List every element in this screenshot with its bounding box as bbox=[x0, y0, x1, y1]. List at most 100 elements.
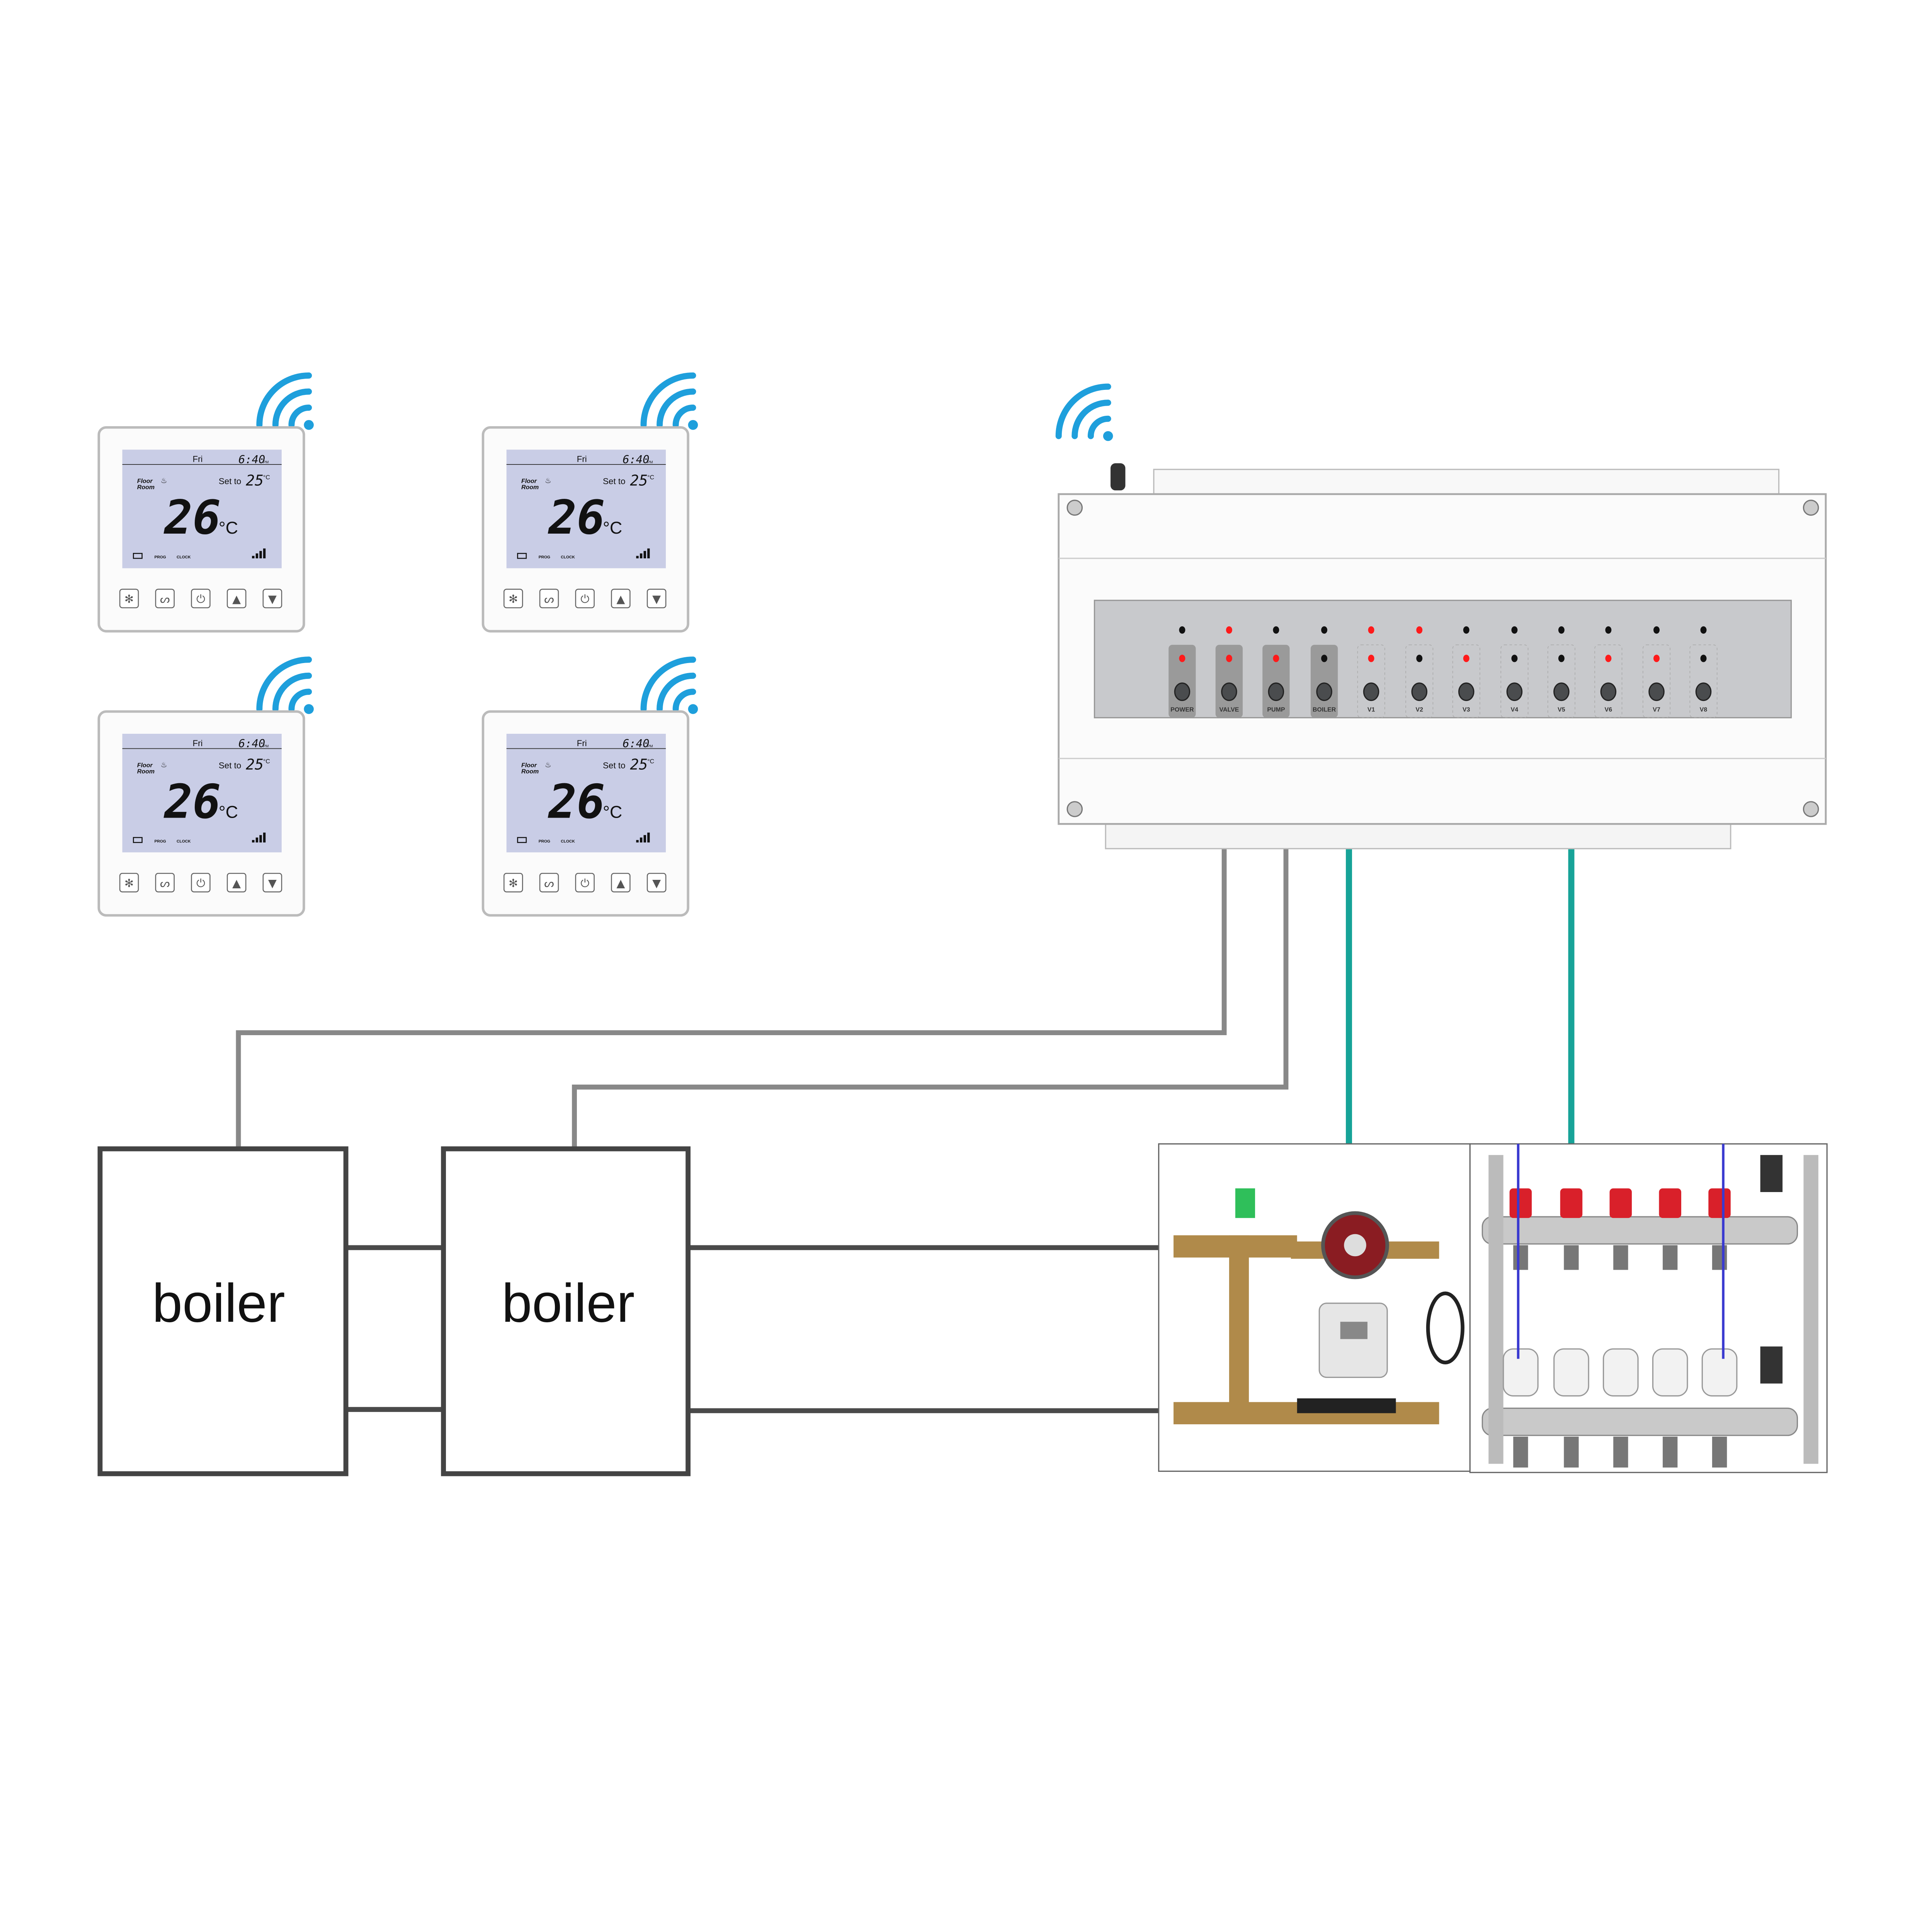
wifi-icon bbox=[259, 660, 314, 714]
channel-v4: V4 bbox=[1500, 626, 1529, 718]
actuator bbox=[1553, 1348, 1589, 1397]
set-label: Set to bbox=[603, 760, 625, 770]
current-unit: °C bbox=[219, 518, 238, 537]
channel-label: V6 bbox=[1605, 706, 1612, 713]
power-button[interactable]: ⏻ bbox=[191, 588, 211, 609]
day-label: Fri bbox=[192, 454, 202, 464]
lcd-screen bbox=[506, 449, 666, 568]
channel-led bbox=[1700, 655, 1707, 662]
channel-power: POWER bbox=[1168, 626, 1196, 718]
current-temp: 26 bbox=[163, 490, 221, 545]
snowflake-button[interactable]: ✻ bbox=[503, 872, 523, 893]
fan-button[interactable]: ᔕ bbox=[155, 588, 175, 609]
current-temp: 26 bbox=[548, 774, 605, 829]
channel-led bbox=[1558, 655, 1565, 662]
channel-button[interactable] bbox=[1648, 682, 1665, 701]
channel-label: VALVE bbox=[1219, 706, 1239, 713]
snowflake-button[interactable]: ✻ bbox=[503, 588, 523, 609]
channel-boiler: BOILER bbox=[1310, 626, 1338, 718]
snowflake-button[interactable]: ✻ bbox=[119, 872, 139, 893]
fan-button[interactable]: ᔕ bbox=[155, 872, 175, 893]
arrow-up-button[interactable]: ▲ bbox=[226, 588, 247, 609]
channel-v5: V5 bbox=[1547, 626, 1575, 718]
snowflake-icon: ✻ bbox=[509, 592, 518, 605]
set-unit: °C bbox=[263, 759, 270, 765]
channel-button[interactable] bbox=[1695, 682, 1712, 701]
arrow-down-button[interactable]: ▼ bbox=[262, 588, 282, 609]
pipes bbox=[346, 1245, 1180, 1413]
flow-meter bbox=[1659, 1188, 1682, 1218]
channel-label: V5 bbox=[1558, 706, 1565, 713]
set-temp: 25 bbox=[246, 472, 264, 489]
snowflake-button[interactable]: ✻ bbox=[119, 588, 139, 609]
screw-icon bbox=[1066, 801, 1083, 817]
arrow-down-button[interactable]: ▼ bbox=[646, 872, 667, 893]
status-led bbox=[1416, 626, 1423, 634]
signal-icon bbox=[252, 832, 266, 843]
arrow-down-icon: ▼ bbox=[652, 876, 661, 889]
arrow-down-button[interactable]: ▼ bbox=[646, 588, 667, 609]
ampm-label: PM bbox=[647, 460, 653, 464]
fan-button[interactable]: ᔕ bbox=[539, 588, 559, 609]
channel-button[interactable] bbox=[1458, 682, 1475, 701]
mode-floor: Floor bbox=[521, 478, 537, 485]
arrow-down-icon: ▼ bbox=[268, 876, 277, 889]
status-led bbox=[1463, 626, 1469, 634]
boiler-label: boiler bbox=[152, 1273, 285, 1333]
arrow-up-icon: ▲ bbox=[616, 592, 625, 605]
channel-led bbox=[1226, 655, 1232, 662]
channel-button[interactable] bbox=[1506, 682, 1523, 701]
current-temp: 26 bbox=[163, 774, 221, 829]
boiler-label: boiler bbox=[502, 1273, 635, 1333]
clock-label: CLOCK bbox=[177, 555, 191, 560]
screw-icon bbox=[1803, 801, 1819, 817]
current-unit: °C bbox=[219, 802, 238, 821]
channel-led bbox=[1605, 655, 1612, 662]
power-button[interactable]: ⏻ bbox=[191, 872, 211, 893]
gray-control-wires bbox=[236, 849, 1289, 1149]
set-label: Set to bbox=[603, 476, 625, 486]
flame-icon: ♨ bbox=[161, 761, 167, 769]
channel-led bbox=[1511, 655, 1518, 662]
mode-floor: Floor bbox=[521, 762, 537, 769]
snowflake-icon: ✻ bbox=[124, 592, 134, 605]
status-led bbox=[1511, 626, 1518, 634]
channel-led bbox=[1653, 655, 1660, 662]
fan-button[interactable]: ᔕ bbox=[539, 872, 559, 893]
mode-floor: Floor bbox=[137, 762, 153, 769]
set-temp: 25 bbox=[246, 756, 264, 774]
status-led bbox=[1653, 626, 1660, 634]
arrow-down-button[interactable]: ▼ bbox=[262, 872, 282, 893]
channel-button[interactable] bbox=[1363, 682, 1379, 701]
arrow-down-icon: ▼ bbox=[268, 592, 277, 605]
channel-button[interactable] bbox=[1174, 682, 1190, 701]
fan-icon: ᔕ bbox=[544, 592, 554, 605]
snowflake-icon: ✻ bbox=[124, 876, 134, 889]
wire-boiler-1 bbox=[236, 849, 1227, 1149]
channel-button[interactable] bbox=[1221, 682, 1237, 701]
channel-button[interactable] bbox=[1553, 682, 1570, 701]
arrow-up-button[interactable]: ▲ bbox=[226, 872, 247, 893]
power-button[interactable]: ⏻ bbox=[575, 872, 595, 893]
channel-button[interactable] bbox=[1411, 682, 1428, 701]
channel-led bbox=[1368, 655, 1374, 662]
channel-label: V4 bbox=[1511, 706, 1519, 713]
screw-icon bbox=[1066, 500, 1083, 516]
power-button[interactable]: ⏻ bbox=[575, 588, 595, 609]
battery-icon bbox=[133, 837, 143, 843]
arrow-up-button[interactable]: ▲ bbox=[611, 588, 631, 609]
ampm-label: PM bbox=[263, 460, 269, 464]
time-label: 6:40 bbox=[622, 453, 649, 466]
flame-icon: ♨ bbox=[545, 761, 551, 769]
channel-button[interactable] bbox=[1316, 682, 1332, 701]
channel-button[interactable] bbox=[1600, 682, 1617, 701]
arrow-up-button[interactable]: ▲ bbox=[611, 872, 631, 893]
set-unit: °C bbox=[263, 474, 270, 481]
mode-floor: Floor bbox=[137, 478, 153, 485]
snowflake-icon: ✻ bbox=[509, 876, 518, 889]
battery-icon bbox=[133, 553, 143, 559]
channel-button[interactable] bbox=[1268, 682, 1284, 701]
channel-valve: VALVE bbox=[1215, 626, 1243, 718]
